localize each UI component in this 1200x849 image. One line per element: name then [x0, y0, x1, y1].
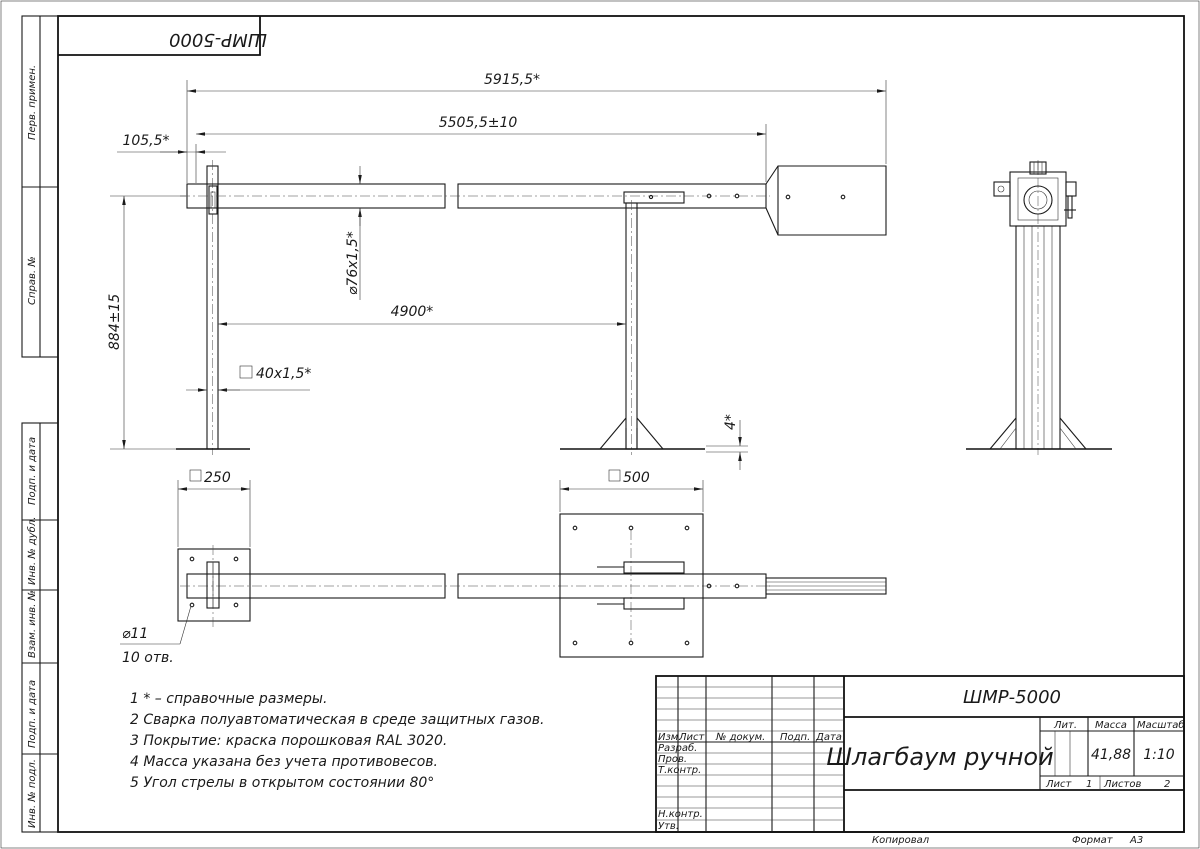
side-pipe-section	[1023, 185, 1053, 215]
label-sprav-no: Справ. №	[27, 256, 38, 305]
tb-col-list: Лист	[678, 732, 706, 743]
tb-designation: ШМР-5000	[963, 687, 1061, 708]
dim-gap: 4*	[723, 414, 739, 430]
top-left-base	[177, 548, 251, 622]
dim-post-profile: 40х1,5*	[256, 366, 311, 382]
dim-base-small: 250	[204, 470, 231, 486]
tb-row-razrab: Разраб.	[658, 742, 697, 754]
tb-mass-value: 41,88	[1091, 747, 1131, 763]
top-stamp: ШМР-5000	[58, 16, 267, 56]
label-podp-data-2: Подп. и дата	[27, 680, 38, 748]
dim-overall-length: 5915,5*	[484, 72, 540, 88]
tb-name: Шлагбаум ручной	[826, 743, 1053, 771]
tb-lit-label: Лит.	[1053, 720, 1077, 731]
boom-sleeve	[623, 191, 685, 204]
tb-sheet-label: Лист	[1045, 779, 1073, 790]
tb-col-izm: Изм.	[658, 732, 682, 743]
label-podp-data-1: Подп. и дата	[27, 437, 38, 505]
tb-sheet-value: 1	[1086, 779, 1092, 790]
tb-mass-label: Масса	[1095, 720, 1127, 731]
dim-base-large: 500	[623, 470, 650, 486]
tb-col-podp: Подп.	[780, 732, 810, 743]
top-stamp-code: ШМР-5000	[169, 29, 267, 50]
top-right-base	[559, 513, 704, 658]
label-perv-primen: Перв. примен.	[27, 65, 38, 140]
tb-scale-value: 1:10	[1143, 747, 1175, 763]
front-view: 5915,5* 5505,5±10 105,5* ⌀76х1,5* 4900* …	[107, 72, 887, 470]
dim-hole-diameter: ⌀11	[122, 626, 148, 642]
top-view: 250 500 ⌀11 10 отв.	[120, 469, 887, 666]
tb-col-data: Дата	[815, 732, 842, 743]
binding-strip: Перв. примен. Справ. № Подп. и дата Инв.…	[21, 15, 59, 833]
title-block: Изм. Лист № докум. Подп. Дата Разраб. Пр…	[655, 675, 1185, 833]
square-symbol	[239, 365, 253, 379]
side-lug-right	[1065, 181, 1077, 197]
dim-span: 4900*	[391, 304, 434, 320]
caption-copied: Копировал	[872, 835, 930, 846]
side-lug-left	[993, 181, 1011, 197]
tb-row-utv: Утв.	[658, 821, 679, 832]
tb-row-tkontr: Т.контр.	[658, 765, 701, 776]
hinge-bracket	[208, 185, 218, 215]
dim-pipe-diameter: ⌀76х1,5*	[345, 231, 361, 295]
technical-notes: 1 * – справочные размеры. 2 Сварка полуа…	[130, 691, 544, 791]
tb-sheets-value: 2	[1164, 779, 1170, 790]
tb-row-nkontr: Н.контр.	[658, 809, 703, 820]
side-view	[966, 160, 1112, 455]
note-4: 4 Масса указана без учета противовесов.	[130, 754, 438, 770]
dim-offset: 105,5*	[122, 133, 169, 149]
tb-sheets-label: Листов	[1103, 779, 1141, 790]
note-1: 1 * – справочные размеры.	[130, 691, 327, 707]
caption-format-label: Формат	[1072, 835, 1114, 846]
note-5: 5 Угол стрелы в открытом состоянии 80°	[130, 775, 434, 791]
tb-row-prov: Пров.	[658, 754, 687, 765]
dim-hole-count: 10 отв.	[122, 650, 174, 666]
tb-col-dokum: № докум.	[715, 732, 765, 743]
label-vzam-inv: Взам. инв. №	[27, 590, 38, 658]
caption-format-value: А3	[1129, 835, 1143, 846]
note-3: 3 Покрытие: краска порошковая RAL 3020.	[130, 733, 447, 749]
note-2: 2 Сварка полуавтоматическая в среде защи…	[130, 712, 544, 728]
tb-scale-label: Масштаб	[1137, 719, 1185, 731]
label-inv-podl: Инв. № подл.	[27, 759, 38, 828]
label-inv-dubl: Инв. № дубл.	[26, 517, 38, 585]
dim-beam-length: 5505,5±10	[439, 115, 518, 131]
counterweight	[765, 165, 887, 236]
dim-height: 884±15	[107, 294, 123, 350]
